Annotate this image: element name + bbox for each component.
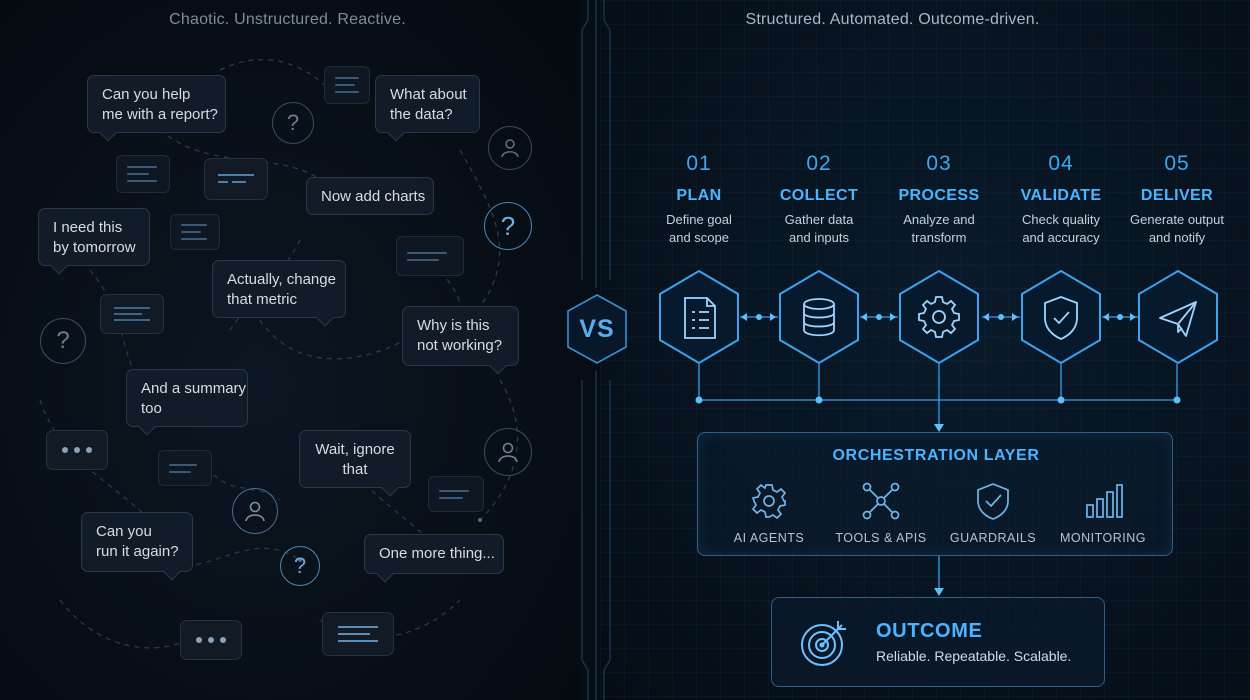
- document-lines-icon: [324, 66, 370, 104]
- step-node-process[interactable]: [897, 268, 981, 366]
- gear-icon: [751, 483, 787, 520]
- user-circle-icon: [232, 488, 278, 534]
- step-title-validate: VALIDATE: [1020, 187, 1102, 204]
- right-heading: Structured. Automated. Outcome-driven.: [745, 11, 1040, 28]
- chat-bubble-text: One more thing...: [379, 545, 495, 562]
- step-node-deliver[interactable]: [1136, 268, 1220, 366]
- orchestration-item-label: MONITORING: [1059, 531, 1147, 545]
- typing-dots-icon: [180, 620, 242, 660]
- database-icon: [803, 298, 835, 337]
- step-number: 04: [1048, 152, 1074, 175]
- chat-bubble: Now add charts: [306, 177, 434, 215]
- shield-check-icon: [1044, 296, 1078, 340]
- message-lines-icon: [100, 294, 164, 334]
- shield-check-icon: [977, 483, 1009, 520]
- vs-label: VS: [579, 314, 615, 343]
- user-circle-icon: [484, 428, 532, 476]
- outcome-subtitle: Reliable. Repeatable. Scalable.: [876, 648, 1072, 664]
- step-node-validate[interactable]: [1019, 268, 1103, 366]
- paper-plane-icon: [1159, 301, 1197, 337]
- outcome-title: OUTCOME: [876, 620, 983, 642]
- step-description: Define goal and scope: [666, 212, 732, 245]
- message-lines-icon: [204, 158, 268, 200]
- question-circle-icon: ?: [280, 546, 320, 586]
- step-description: Generate output and notify: [1130, 212, 1224, 245]
- orchestration-item-guardrails[interactable]: GUARDRAILS: [938, 479, 1048, 545]
- bar-chart-icon: [1086, 484, 1123, 518]
- network-nodes-icon: [862, 482, 900, 520]
- document-lines-icon: [170, 214, 220, 250]
- step-title-deliver: DELIVER: [1140, 187, 1214, 204]
- question-circle-icon: ?: [484, 202, 532, 250]
- target-icon: [801, 621, 846, 666]
- user-circle-icon: [488, 126, 532, 170]
- document-checklist-icon: [684, 297, 716, 339]
- document-lines-icon: [428, 476, 484, 512]
- orchestration-layer: ORCHESTRATION LAYER AI AGENTS TOOLS & AP…: [697, 432, 1173, 556]
- question-circle-icon: ?: [40, 318, 86, 364]
- step-title-plan: PLAN: [676, 187, 722, 204]
- step-number: 05: [1164, 152, 1190, 175]
- orchestration-item-tools-apis[interactable]: TOOLS & APIS: [826, 479, 936, 545]
- document-lines-icon: [396, 236, 464, 276]
- left-heading: Chaotic. Unstructured. Reactive.: [169, 11, 406, 28]
- step-node-collect[interactable]: [777, 268, 861, 366]
- orchestration-title: ORCHESTRATION LAYER: [832, 447, 1040, 464]
- orchestration-item-label: TOOLS & APIS: [835, 531, 927, 545]
- step-description: Analyze and transform: [903, 212, 975, 245]
- message-lines-icon: [322, 612, 394, 656]
- orchestration-item-label: GUARDRAILS: [949, 531, 1037, 545]
- step-description: Check quality and accuracy: [1021, 212, 1101, 245]
- vs-badge: VS: [566, 293, 628, 365]
- typing-dots-icon: [46, 430, 108, 470]
- outcome-box: OUTCOME Reliable. Repeatable. Scalable.: [771, 597, 1105, 687]
- step-number: 02: [806, 152, 832, 175]
- orchestration-item-label: AI AGENTS: [733, 531, 805, 545]
- question-circle-icon: ?: [272, 102, 314, 144]
- document-lines-icon: [158, 450, 212, 486]
- document-lines-icon: [116, 155, 170, 193]
- orchestration-item-monitoring[interactable]: MONITORING: [1048, 479, 1158, 545]
- step-title-process: PROCESS: [898, 187, 980, 204]
- chat-bubble-text: Now add charts: [321, 188, 426, 205]
- chat-bubble: One more thing...: [364, 534, 504, 583]
- gear-icon: [918, 296, 960, 338]
- step-node-plan[interactable]: [657, 268, 741, 366]
- orchestration-item-ai-agents[interactable]: AI AGENTS: [714, 479, 824, 545]
- step-title-collect: COLLECT: [779, 187, 859, 204]
- step-number: 01: [686, 152, 712, 175]
- step-number: 03: [926, 152, 952, 175]
- step-description: Gather data and inputs: [784, 212, 854, 245]
